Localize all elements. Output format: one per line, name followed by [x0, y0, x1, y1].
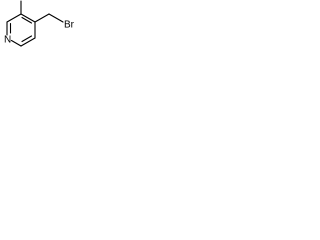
bromine-atom-label: Br [64, 20, 75, 31]
ring-bond-c1-c2 [20, 13, 36, 23]
ch2-bond [34, 13, 50, 23]
chemical-structure: N Br [4, 0, 75, 47]
ring-bond-c3-c4 [20, 37, 36, 47]
substituent-bonds [20, 0, 64, 23]
nitrogen-atom-label: N [4, 35, 11, 46]
ring-bond-c6-c1 [6, 13, 22, 23]
c-br-bond [48, 13, 64, 23]
ring-double-bond-inner-1 [21, 16, 33, 24]
pyridine-ring [6, 13, 36, 47]
ring-double-bond-inner-2 [21, 35, 33, 43]
ring-bond-c4-n [10, 39, 22, 47]
